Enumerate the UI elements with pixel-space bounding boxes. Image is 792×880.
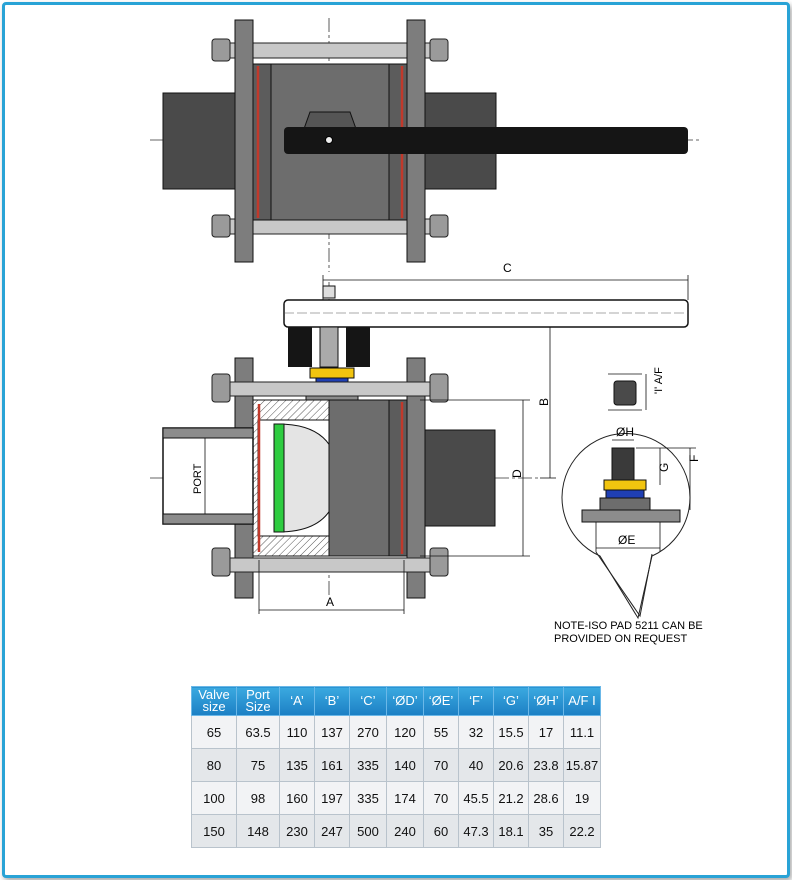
table-cell: 19 bbox=[563, 781, 601, 815]
table-header-cell: A/F I bbox=[563, 686, 601, 716]
table-header-cell: ‘F’ bbox=[458, 686, 494, 716]
dim-a-label: A bbox=[326, 595, 334, 609]
table-header-cell: ‘G’ bbox=[493, 686, 529, 716]
table-header-cell: ‘C’ bbox=[349, 686, 387, 716]
table-cell: 98 bbox=[236, 781, 280, 815]
detail-g-label: G bbox=[657, 463, 671, 472]
table-cell: 40 bbox=[458, 748, 494, 782]
header-line-1: ‘ØE’ bbox=[428, 693, 454, 708]
table-header-cell: ‘ØH’ bbox=[528, 686, 564, 716]
table-cell: 22.2 bbox=[563, 814, 601, 848]
header-line-1: ‘F’ bbox=[469, 693, 483, 708]
table-cell: 55 bbox=[423, 715, 459, 749]
table-cell: 174 bbox=[386, 781, 424, 815]
ball-seat bbox=[273, 423, 285, 533]
table-cell: 240 bbox=[386, 814, 424, 848]
detail-h-label: ØH bbox=[616, 425, 634, 439]
dim-b-label: B bbox=[537, 398, 551, 406]
table-cell: 35 bbox=[528, 814, 564, 848]
side-view bbox=[150, 282, 689, 599]
header-line-1: A/F I bbox=[568, 693, 596, 708]
table-cell: 140 bbox=[386, 748, 424, 782]
detail-e-label: ØE bbox=[618, 533, 635, 547]
table-cell: 65 bbox=[191, 715, 237, 749]
table-header-cell: ‘ØD’ bbox=[386, 686, 424, 716]
port-label: PORT bbox=[192, 463, 204, 494]
header-line-1: ‘B’ bbox=[324, 693, 340, 708]
table-cell: 148 bbox=[236, 814, 280, 848]
note-line-1: NOTE-ISO PAD 5211 CAN BE bbox=[554, 620, 703, 632]
dimensions bbox=[204, 275, 689, 614]
table-cell: 15.87 bbox=[563, 748, 601, 782]
table-cell: 137 bbox=[314, 715, 350, 749]
table-cell: 80 bbox=[191, 748, 237, 782]
table-cell: 230 bbox=[279, 814, 315, 848]
table-cell: 63.5 bbox=[236, 715, 280, 749]
header-line-1: ‘C’ bbox=[360, 693, 376, 708]
table-header-cell: ‘A’ bbox=[279, 686, 315, 716]
note-line-2: PROVIDED ON REQUEST bbox=[554, 633, 688, 645]
table-cell: 75 bbox=[236, 748, 280, 782]
flange-left bbox=[234, 19, 254, 263]
table-cell: 100 bbox=[191, 781, 237, 815]
table-cell: 23.8 bbox=[528, 748, 564, 782]
dim-c-label: C bbox=[503, 261, 512, 275]
table-cell: 47.3 bbox=[458, 814, 494, 848]
table-cell: 32 bbox=[458, 715, 494, 749]
header-line-1: ‘ØD’ bbox=[392, 693, 418, 708]
header-line-1: ‘G’ bbox=[503, 693, 519, 708]
table-header-cell: ‘B’ bbox=[314, 686, 350, 716]
table-cell: 18.1 bbox=[493, 814, 529, 848]
header-line-1: Valve bbox=[198, 687, 230, 702]
table-cell: 120 bbox=[386, 715, 424, 749]
table-cell: 15.5 bbox=[493, 715, 529, 749]
table-cell: 70 bbox=[423, 748, 459, 782]
header-line-1: Port bbox=[246, 687, 270, 702]
table-header-cell: ‘ØE’ bbox=[423, 686, 459, 716]
lever-handle-top bbox=[284, 127, 688, 154]
header-line-2: size bbox=[202, 699, 226, 714]
table-cell: 11.1 bbox=[563, 715, 601, 749]
header-line-2: Size bbox=[245, 699, 271, 714]
table-cell: 135 bbox=[279, 748, 315, 782]
end-connector-left bbox=[162, 92, 244, 190]
header-line-1: ‘ØH’ bbox=[533, 693, 559, 708]
header-line-1: ‘A’ bbox=[290, 693, 304, 708]
table-cell: 70 bbox=[423, 781, 459, 815]
table-cell: 160 bbox=[279, 781, 315, 815]
table-cell: 500 bbox=[349, 814, 387, 848]
table-cell: 45.5 bbox=[458, 781, 494, 815]
table-cell: 20.6 bbox=[493, 748, 529, 782]
dim-d-label: D bbox=[510, 469, 524, 478]
table-cell: 270 bbox=[349, 715, 387, 749]
table-cell: 335 bbox=[349, 748, 387, 782]
detail-balloon bbox=[561, 373, 696, 620]
table-cell: 60 bbox=[423, 814, 459, 848]
table-cell: 197 bbox=[314, 781, 350, 815]
table-cell: 247 bbox=[314, 814, 350, 848]
table-cell: 150 bbox=[191, 814, 237, 848]
lever-handle-side bbox=[283, 299, 689, 328]
table-cell: 335 bbox=[349, 781, 387, 815]
detail-f-label: F bbox=[687, 455, 701, 462]
table-cell: 21.2 bbox=[493, 781, 529, 815]
detail-af-label: 'I' A/F bbox=[653, 367, 665, 394]
table-cell: 28.6 bbox=[528, 781, 564, 815]
top-view bbox=[150, 18, 700, 272]
table-cell: 17 bbox=[528, 715, 564, 749]
table-cell: 161 bbox=[314, 748, 350, 782]
iso-pad-note: NOTE-ISO PAD 5211 CAN BE PROVIDED ON REQ… bbox=[554, 620, 703, 646]
table-cell: 110 bbox=[279, 715, 315, 749]
